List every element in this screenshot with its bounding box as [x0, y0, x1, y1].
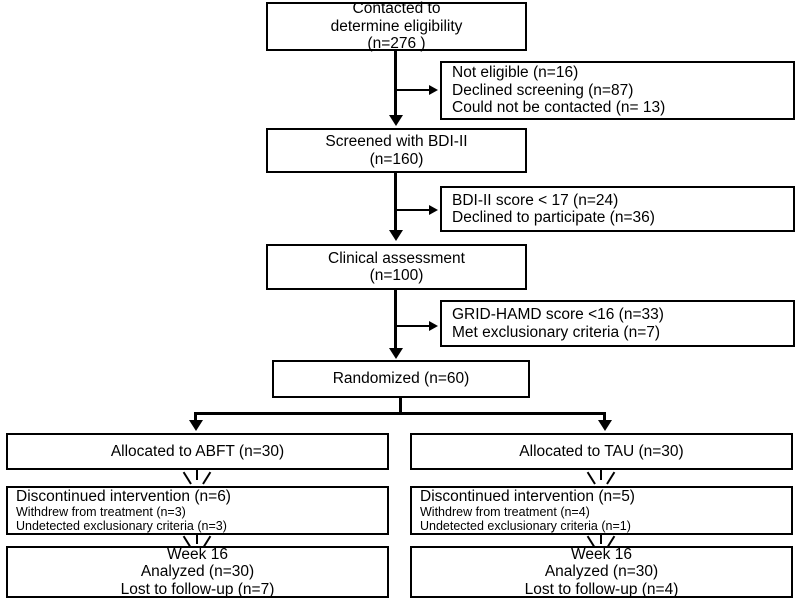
- node-allocated-to-abft: Allocated to ABFT (n=30): [6, 433, 389, 470]
- connector-randomized-split-bar: [194, 412, 606, 415]
- arrowhead-abft-alloc-to-disc: [189, 470, 205, 484]
- week16-tau-line-2: Analyzed (n=30): [544, 563, 659, 581]
- disc-abft-heading: Discontinued intervention (n=6): [16, 487, 231, 505]
- alloc-tau-line-1: Allocated to TAU (n=30): [519, 442, 684, 460]
- excluded-1-line-1: Not eligible (n=16): [452, 64, 579, 82]
- contacted-line-2: determine eligibility: [330, 17, 463, 35]
- node-contacted-to-determine-eligibility: Contacted to determine eligibility (n=27…: [266, 0, 527, 53]
- excluded-3-line-1: GRID-HAMD score <16 (n=33): [452, 306, 664, 323]
- arrowhead-clinical-to-randomized: [389, 348, 403, 359]
- node-screened-with-bdi-ii: Screened with BDI-II (n=160): [266, 128, 527, 173]
- node-week-16-analysis-tau: Week 16 Analyzed (n=30) Lost to follow-u…: [410, 546, 793, 598]
- node-randomized: Randomized (n=60): [272, 360, 530, 398]
- clinical-line-2: (n=100): [369, 267, 424, 284]
- disc-tau-detail-1: Withdrew from treatment (n=4): [420, 505, 590, 520]
- arrowhead-branch-excluded-2: [429, 205, 438, 215]
- week16-tau-line-1: Week 16: [571, 545, 632, 563]
- clinical-line-1: Clinical assessment: [328, 249, 465, 267]
- disc-abft-detail-2: Undetected exclusionary criteria (n=3): [16, 519, 227, 534]
- node-discontinued-intervention-abft: Discontinued intervention (n=6) Withdrew…: [6, 486, 389, 535]
- connector-branch-excluded-2: [397, 209, 431, 211]
- excluded-2-line-1: BDI-II score < 17 (n=24): [452, 191, 619, 209]
- screened-line-1: Screened with BDI-II: [325, 133, 468, 150]
- week16-abft-line-2: Analyzed (n=30): [140, 563, 255, 581]
- arrowhead-tau-alloc-to-disc: [593, 470, 609, 484]
- connector-contacted-to-screened: [394, 51, 397, 122]
- arrowhead-screened-to-clinical: [389, 230, 403, 241]
- alloc-abft-line-1: Allocated to ABFT (n=30): [110, 442, 285, 460]
- node-excluded-after-screening: BDI-II score < 17 (n=24) Declined to par…: [440, 186, 795, 232]
- contacted-line-3: (n=276 ): [367, 35, 426, 53]
- disc-tau-detail-2: Undetected exclusionary criteria (n=1): [420, 519, 631, 534]
- disc-tau-heading: Discontinued intervention (n=5): [420, 487, 635, 505]
- arrowhead-branch-excluded-1: [429, 85, 438, 95]
- node-excluded-after-contact: Not eligible (n=16) Declined screening (…: [440, 61, 795, 120]
- connector-screened-to-clinical: [394, 173, 397, 236]
- connector-branch-excluded-1: [397, 89, 431, 91]
- arrowhead-branch-excluded-3: [429, 321, 438, 331]
- node-discontinued-intervention-tau: Discontinued intervention (n=5) Withdrew…: [410, 486, 793, 535]
- week16-tau-line-3: Lost to follow-up (n=4): [524, 580, 679, 598]
- excluded-2-line-2: Declined to participate (n=36): [452, 209, 655, 226]
- week16-abft-line-1: Week 16: [167, 545, 228, 563]
- excluded-1-line-3: Could not be contacted (n= 13): [452, 99, 666, 117]
- randomized-line-1: Randomized (n=60): [332, 370, 470, 388]
- contacted-line-1: Contacted to: [352, 0, 441, 18]
- excluded-1-line-2: Declined screening (n=87): [452, 81, 634, 99]
- excluded-3-line-2: Met exclusionary criteria (n=7): [452, 323, 661, 341]
- arrowhead-randomized-to-tau: [598, 420, 612, 431]
- week16-abft-line-3: Lost to follow-up (n=7): [120, 580, 275, 598]
- arrowhead-randomized-to-abft: [189, 420, 203, 431]
- connector-branch-excluded-3: [397, 325, 431, 327]
- node-excluded-after-clinical-assessment: GRID-HAMD score <16 (n=33) Met exclusion…: [440, 300, 795, 347]
- screened-line-2: (n=160): [369, 150, 424, 168]
- arrowhead-contacted-to-screened: [389, 115, 403, 126]
- node-clinical-assessment: Clinical assessment (n=100): [266, 244, 527, 290]
- connector-clinical-to-randomized: [394, 290, 397, 354]
- node-week-16-analysis-abft: Week 16 Analyzed (n=30) Lost to follow-u…: [6, 546, 389, 598]
- disc-abft-detail-1: Withdrew from treatment (n=3): [16, 505, 186, 520]
- node-allocated-to-tau: Allocated to TAU (n=30): [410, 433, 793, 470]
- connector-randomized-stem: [399, 398, 402, 415]
